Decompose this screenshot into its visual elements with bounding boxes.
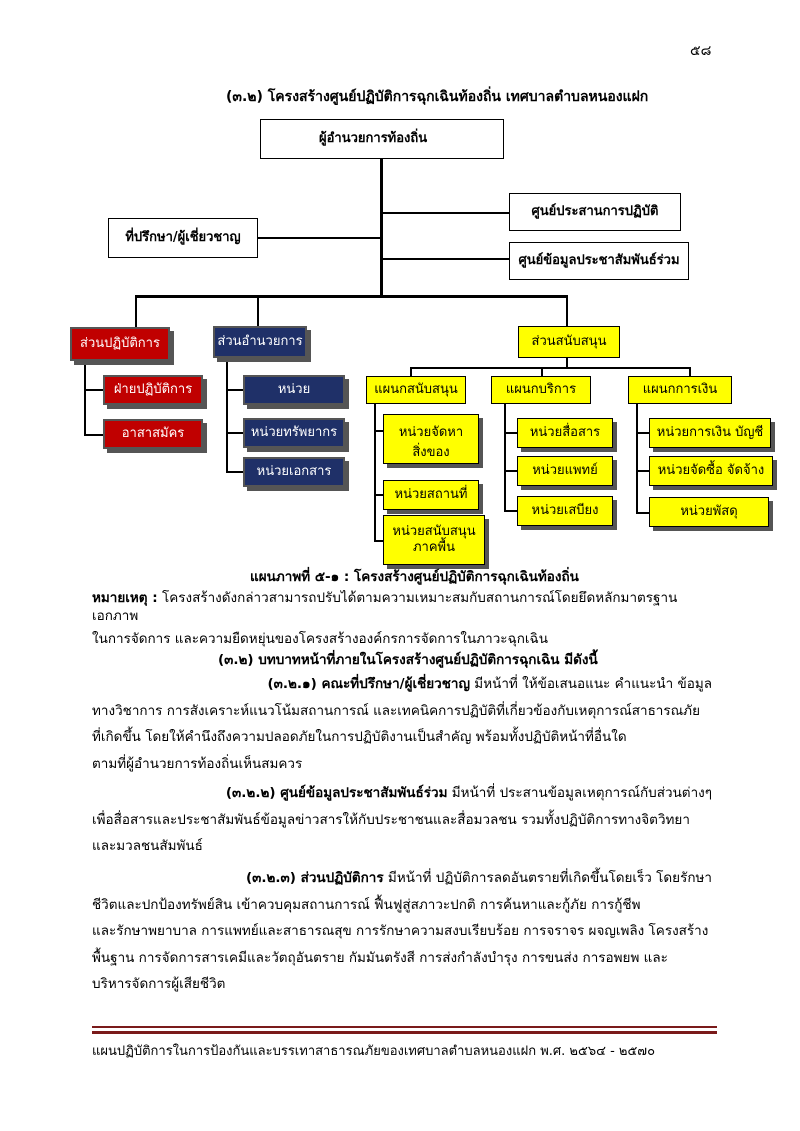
ops-unit-box: ฝ่ายปฏิบัติการ bbox=[103, 375, 203, 405]
support-section-box: ส่วนสนับสนุน bbox=[518, 326, 620, 358]
para2-first-line: (๓.๒.๒) ศูนย์ข้อมูลประชาสัมพันธ์ร่วม มีห… bbox=[92, 785, 712, 803]
paragraph-pr-center: (๓.๒.๒) ศูนย์ข้อมูลประชาสัมพันธ์ร่วม มีห… bbox=[92, 785, 712, 856]
section-heading: (๓.๒) บทบาทหน้าที่ภายในโครงสร้างศูนย์ปฏิ… bbox=[218, 652, 598, 668]
figure-caption: แผนภาพที่ ๕-๑ : โครงสร้างศูนย์ปฏิบัติการ… bbox=[250, 569, 579, 585]
chart-title: (๓.๒) โครงสร้างศูนย์ปฏิบัติการฉุกเฉินท้อ… bbox=[226, 89, 649, 105]
support-dept-box: แผนกสนับสนุน bbox=[366, 376, 466, 404]
ground-support-unit-label-2: ภาคพื้น bbox=[412, 540, 456, 555]
para1-first-line: (๓.๒.๑) คณะที่ปรึกษา/ผู้เชี่ยวชาญ มีหน้า… bbox=[92, 676, 712, 694]
note-label: หมายเหตุ : bbox=[92, 590, 158, 606]
operations-section-box: ส่วนปฏิบัติการ bbox=[70, 327, 170, 361]
paragraph-operations: (๓.๒.๓) ส่วนปฏิบัติการ มีหน้าที่ ปฏิบัติ… bbox=[92, 870, 712, 994]
resources-unit-box: หน่วยทรัพยากร bbox=[243, 418, 345, 448]
note: หมายเหตุ : โครงสร้างดังกล่าวสามารถปรับได… bbox=[92, 590, 712, 649]
venue-unit-box: หน่วยสถานที่ bbox=[383, 480, 479, 510]
para1-line-4: ตามที่ผู้อำนวยการท้องถิ่นเห็นสมควร bbox=[92, 755, 303, 772]
parcel-unit-box: หน่วยพัสดุ bbox=[649, 497, 769, 527]
pr-center-box: ศูนย์ข้อมูลประชาสัมพันธ์ร่วม bbox=[509, 242, 689, 280]
para1-line-3: ที่เกิดขึ้น โดยให้คำนึงถึงความปลอดภัยในก… bbox=[92, 729, 627, 746]
finance-dept-box: แผนกการเงิน bbox=[628, 376, 732, 404]
accounting-unit-box: หน่วยการเงิน บัญชี bbox=[649, 418, 771, 448]
footer-rule-bottom bbox=[92, 1031, 717, 1034]
footer-rule-top bbox=[92, 1026, 717, 1028]
procurement-unit-label: หน่วยจัดหา bbox=[398, 425, 464, 440]
director-box: ผู้อำนวยการท้องถิ่น bbox=[260, 119, 504, 159]
paragraph-advisors: (๓.๒.๑) คณะที่ปรึกษา/ผู้เชี่ยวชาญ มีหน้า… bbox=[92, 676, 712, 773]
procurement-unit-label-2: สิ่งของ bbox=[412, 445, 450, 461]
para3-first-line: (๓.๒.๓) ส่วนปฏิบัติการ มีหน้าที่ ปฏิบัติ… bbox=[92, 870, 712, 888]
para1-lead: มีหน้าที่ ให้ข้อเสนอแนะ คำแนะนำ ข้อมูล bbox=[470, 676, 712, 692]
page-number: ๕๘ bbox=[690, 43, 712, 59]
para3-lead: มีหน้าที่ ปฏิบัติการลดอันตรายที่เกิดขึ้น… bbox=[383, 870, 712, 886]
command-section-box: ส่วนอำนวยการ bbox=[213, 326, 307, 358]
para2-heading: (๓.๒.๒) ศูนย์ข้อมูลประชาสัมพันธ์ร่วม bbox=[225, 785, 448, 801]
advisor-box: ที่ปรึกษา/ผู้เชี่ยวชาญ bbox=[108, 218, 258, 258]
medical-unit-box: หน่วยแพทย์ bbox=[517, 456, 613, 486]
ground-support-unit-box: หน่วยสนับสนุน ภาคพื้น bbox=[383, 515, 485, 565]
note-line-1: หมายเหตุ : โครงสร้างดังกล่าวสามารถปรับได… bbox=[92, 590, 712, 625]
para2-lead: มีหน้าที่ ประสานข้อมูลเหตุการณ์กับส่วนต่… bbox=[447, 785, 712, 801]
ground-support-unit-label: หน่วยสนับสนุน bbox=[392, 523, 476, 539]
para3-line-5: บริหารจัดการผู้เสียชีวิต bbox=[92, 976, 226, 993]
para3-heading: (๓.๒.๓) ส่วนปฏิบัติการ bbox=[245, 870, 384, 886]
para1-line-2: ทางวิชาการ การสังเคราะห์แนวโน้มสถานการณ์… bbox=[92, 702, 700, 719]
command-unit-box: หน่วย bbox=[243, 375, 345, 405]
communication-unit-box: หน่วยสื่อสาร bbox=[517, 418, 613, 448]
purchasing-unit-box: หน่วยจัดซื้อ จัดจ้าง bbox=[649, 456, 773, 486]
para3-line-2: ชีวิตและปกป้องทรัพย์สิน เข้าควบคุมสถานกา… bbox=[92, 896, 641, 913]
para2-line-2: เพื่อสื่อสารและประชาสัมพันธ์ข้อมูลข่าวสา… bbox=[92, 811, 690, 828]
procurement-unit-box: หน่วยจัดหา สิ่งของ bbox=[383, 414, 479, 464]
note-text-1: โครงสร้างดังกล่าวสามารถปรับได้ตามความเหม… bbox=[92, 590, 678, 624]
note-text-2: ในการจัดการ และความยืดหยุ่นของโครงสร้างอ… bbox=[92, 631, 548, 648]
service-dept-box: แผนกบริการ bbox=[491, 376, 591, 404]
para3-line-4: พื้นฐาน การจัดการสารเคมีและวัตถุอันตราย … bbox=[92, 949, 668, 966]
para3-line-3: และรักษาพยาบาล การแพทย์และสาธารณสุข การร… bbox=[92, 923, 709, 940]
coordination-center-box: ศูนย์ประสานการปฏิบัติ bbox=[509, 193, 681, 231]
para1-heading: (๓.๒.๑) คณะที่ปรึกษา/ผู้เชี่ยวชาญ bbox=[267, 676, 471, 692]
footer-text: แผนปฏิบัติการในการป้องกันและบรรเทาสาธารณ… bbox=[92, 1044, 656, 1059]
documents-unit-box: หน่วยเอกสาร bbox=[243, 457, 345, 487]
para2-line-3: และมวลชนสัมพันธ์ bbox=[92, 838, 203, 855]
volunteer-unit-box: อาสาสมัคร bbox=[103, 419, 203, 449]
supplies-unit-box: หน่วยเสบียง bbox=[517, 496, 613, 526]
